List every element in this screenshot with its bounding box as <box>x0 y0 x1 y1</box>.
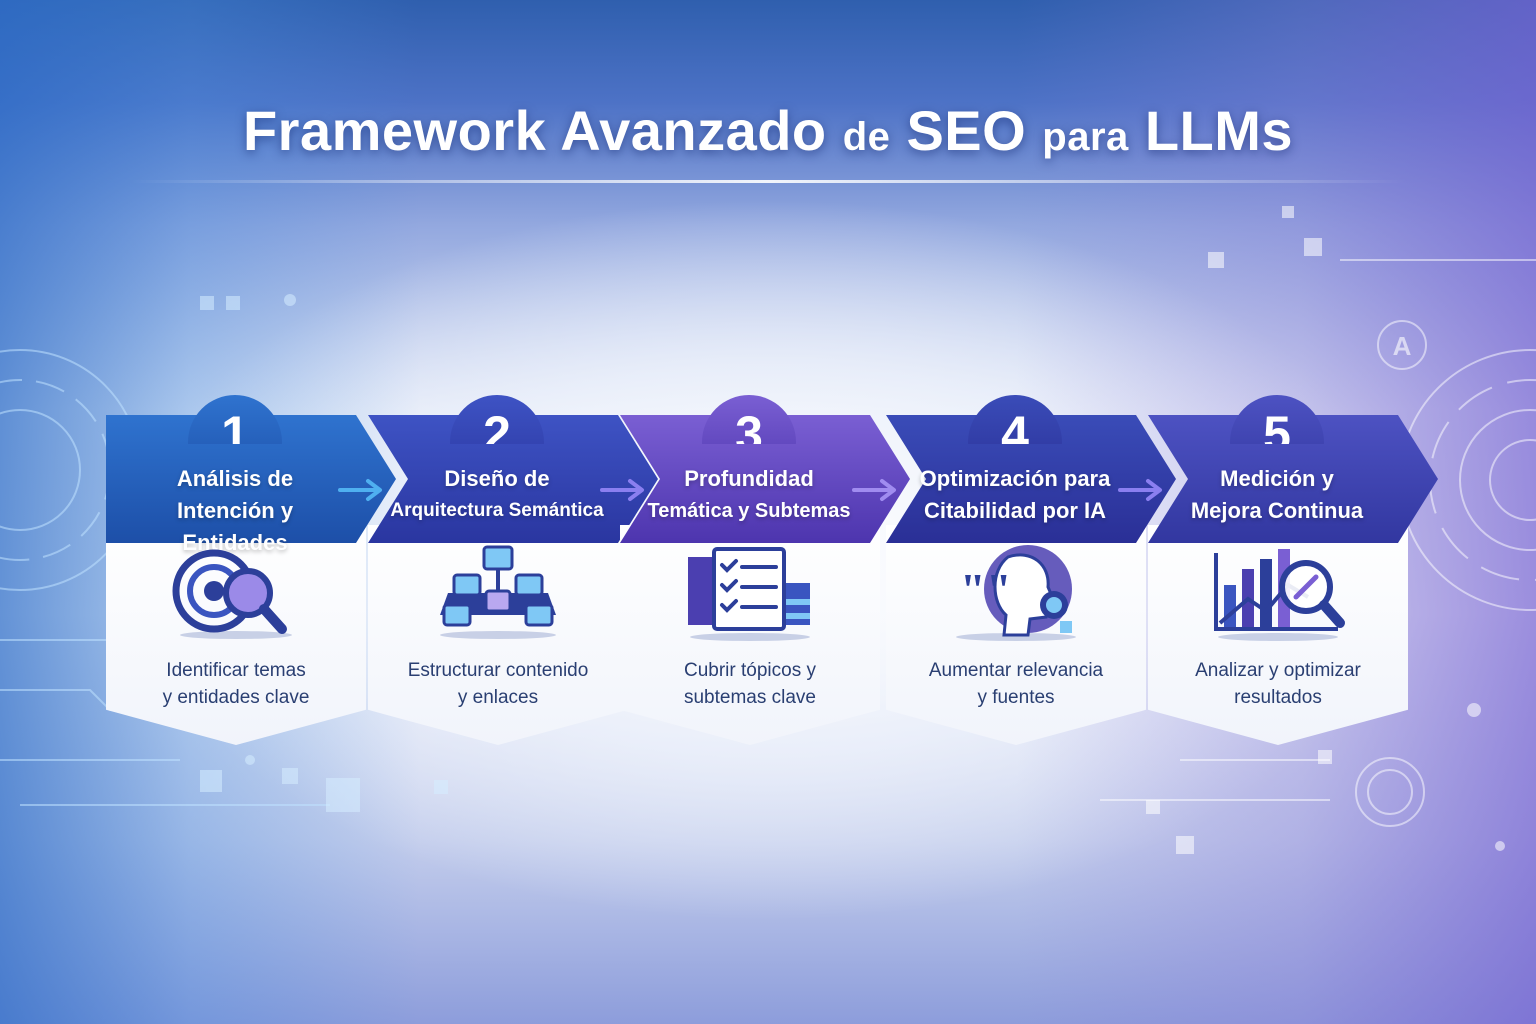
title-divider <box>130 180 1406 183</box>
arrow-right-icon <box>1118 479 1162 501</box>
target-magnifier-icon <box>172 549 292 639</box>
arrow-right-icon <box>338 479 382 501</box>
arrow-right-icon <box>600 479 644 501</box>
sitemap-icon <box>440 545 556 639</box>
step-2: 2 Diseño de Arquitectura Semántica Estru… <box>368 395 658 745</box>
step-5: 5 Medición y Mejora Continua Analizar y … <box>1148 395 1438 745</box>
page-title: Framework Avanzado de SEO para LLMs <box>242 99 1294 162</box>
step-description: Aumentar relevancia y fuentes <box>928 660 1104 708</box>
arrow-right-icon <box>852 479 896 501</box>
step-label: Optimización para Citabilidad por IA <box>919 466 1111 523</box>
step-4: 4 Optimización para Citabilidad por IA "… <box>886 395 1176 745</box>
svg-text:A: A <box>1393 331 1412 361</box>
chart-magnifier-icon <box>1214 549 1345 641</box>
svg-text:": " <box>986 564 1012 615</box>
step-description: Estructurar contenido y enlaces <box>407 660 589 708</box>
svg-text:": " <box>960 564 986 615</box>
step-description: Cubrir tópicos y subtemas clave <box>683 660 816 708</box>
step-label: Diseño de Arquitectura Semántica <box>390 466 604 521</box>
step-label: Análisis de Intención y Entidades <box>176 466 294 555</box>
step-description: Analizar y optimizar resultados <box>1195 660 1361 708</box>
step-description: Identificar temas y entidades clave <box>162 660 310 708</box>
step-label: Profundidad Temática y Subtemas <box>647 466 851 522</box>
step-1: 1 Análisis de Intención y Entidades Iden… <box>106 395 396 745</box>
step-3: 3 Profundidad Temática y Subtemas Cubrir… <box>620 395 910 745</box>
checklist-icon <box>688 547 810 641</box>
ai-head-icon: " " <box>956 545 1076 641</box>
step-label: Medición y Mejora Continua <box>1190 466 1364 523</box>
